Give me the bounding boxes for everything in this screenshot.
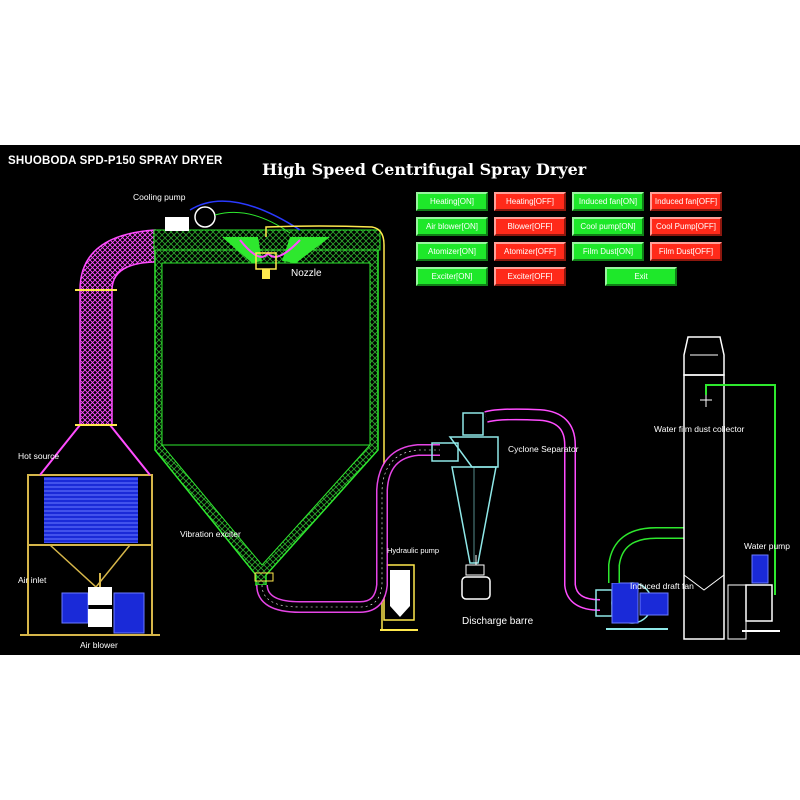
cool-pump-on-button[interactable]: Cool pump[ON] xyxy=(572,217,644,236)
air-blower xyxy=(61,573,145,634)
page-title: High Speed Centrifugal Spray Dryer xyxy=(262,160,587,179)
vibration-exciter-label: Vibration exciter xyxy=(180,529,241,539)
induced-draft-fan xyxy=(595,527,684,630)
cyclone-to-fan-duct xyxy=(484,408,601,611)
nozzle-label: Nozzle xyxy=(291,268,322,279)
air-blower-label: Air blower xyxy=(80,640,118,650)
water-pump-label: Water pump xyxy=(744,541,790,551)
discharge-barrel-label: Discharge barre xyxy=(462,616,534,627)
exciter-on-button[interactable]: Exciter[ON] xyxy=(416,267,488,286)
process-diagram xyxy=(20,200,780,640)
air-inlet-label: Air inlet xyxy=(18,575,47,585)
scada-screen: SHUOBODA SPD-P150 SPRAY DRYER High Speed… xyxy=(0,145,800,655)
atomizer-off-button[interactable]: Atomizer[OFF] xyxy=(494,242,566,261)
exciter-off-button[interactable]: Exciter[OFF] xyxy=(494,267,566,286)
hydraulic-pump-label: Hydraulic pump xyxy=(387,546,440,555)
dust-collector-label: Water film dust collector xyxy=(654,424,745,434)
cool-pump-off-button[interactable]: Cool Pump[OFF] xyxy=(650,217,722,236)
blower-off-button[interactable]: Blower[OFF] xyxy=(494,217,566,236)
water-pump xyxy=(742,554,780,632)
film-dust-on-button[interactable]: Film Dust[ON] xyxy=(572,242,644,261)
app-title: SHUOBODA SPD-P150 SPRAY DRYER xyxy=(8,155,223,167)
cooling-pump xyxy=(165,200,301,234)
cyclone-separator xyxy=(431,412,499,600)
hot-source-heater xyxy=(20,424,160,636)
atomizer-on-button[interactable]: Atomizer[ON] xyxy=(416,242,488,261)
air-blower-on-button[interactable]: Air blower[ON] xyxy=(416,217,488,236)
film-dust-off-button[interactable]: Film Dust[OFF] xyxy=(650,242,722,261)
induced-draft-fan-label: Induced draft fan xyxy=(630,581,694,591)
induced-fan-off-button[interactable]: Induced fan[OFF] xyxy=(650,192,722,211)
induced-fan-on-button[interactable]: Induced fan[ON] xyxy=(572,192,644,211)
cyclone-separator-label: Cyclone Separator xyxy=(508,444,579,454)
chamber-to-cyclone-duct xyxy=(256,444,440,613)
cooling-pump-label: Cooling pump xyxy=(133,192,186,202)
hot-air-duct xyxy=(75,229,156,426)
water-film-dust-collector xyxy=(683,336,776,640)
heating-off-button[interactable]: Heating[OFF] xyxy=(494,192,566,211)
atomizer-nozzle xyxy=(222,237,330,279)
heating-on-button[interactable]: Heating[ON] xyxy=(416,192,488,211)
exit-button[interactable]: Exit xyxy=(605,267,677,286)
drying-chamber xyxy=(153,229,381,586)
hot-source-label: Hot source xyxy=(18,451,60,461)
